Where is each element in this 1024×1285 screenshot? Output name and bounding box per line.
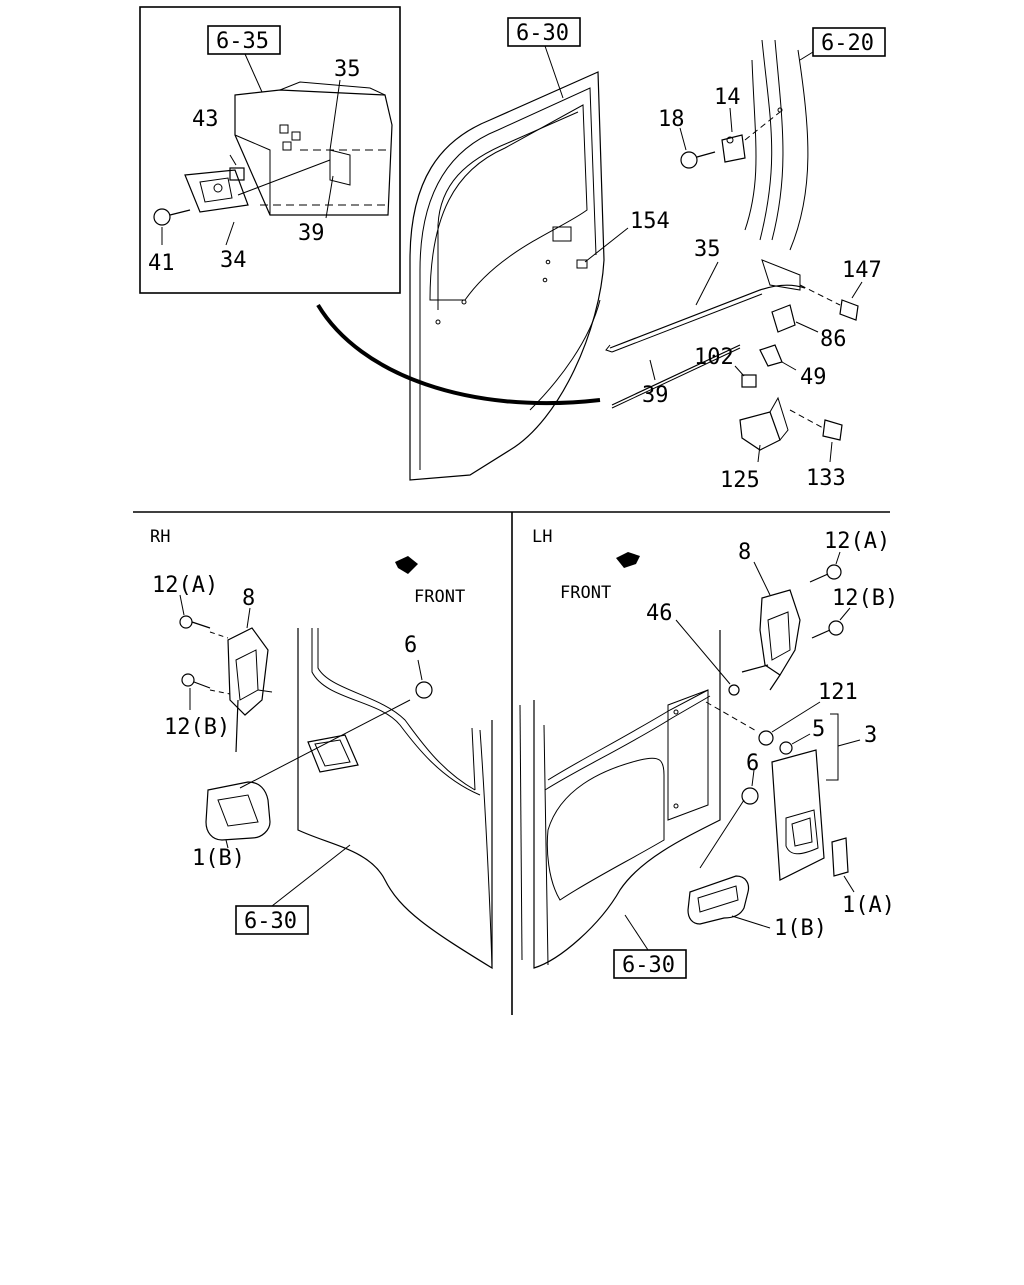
callout-8-lh[interactable]: 8	[738, 540, 751, 565]
callout-46[interactable]: 46	[646, 601, 673, 626]
callout-86[interactable]: 86	[820, 327, 847, 352]
callout-1a-lh[interactable]: 1(A)	[842, 893, 895, 918]
bolt-133	[822, 419, 843, 441]
rod-latch-assembly: 35 39 147 86 49 102 125 133	[605, 237, 882, 493]
callout-39-top[interactable]: 39	[642, 383, 669, 408]
lh-section: LH FRONT 6-30 8 12(A) 12(B)	[519, 527, 898, 979]
callout-133[interactable]: 133	[806, 466, 846, 491]
callout-35-top[interactable]: 35	[694, 237, 721, 262]
inset-pointer-arc	[316, 303, 601, 406]
rod-39	[611, 344, 741, 406]
door-top: 6-30 154	[409, 17, 670, 481]
nut-6-lh	[741, 787, 759, 805]
bolt-12b-lh	[828, 620, 844, 636]
rh-front-label: FRONT	[414, 587, 465, 607]
callout-1b-lh[interactable]: 1(B)	[774, 916, 827, 941]
callout-5[interactable]: 5	[812, 717, 825, 742]
part-102	[741, 374, 757, 388]
callout-125[interactable]: 125	[720, 468, 760, 493]
callout-8-rh[interactable]: 8	[242, 586, 255, 611]
callout-12a-rh[interactable]: 12(A)	[152, 573, 218, 598]
callout-147[interactable]: 147	[842, 258, 882, 283]
part-121	[758, 730, 774, 746]
bolt-12a-lh	[826, 564, 842, 580]
door-ref-label-lh: 6-30	[622, 953, 675, 978]
latch-8-lh	[759, 589, 801, 676]
striker-14	[721, 134, 746, 163]
rod-35	[609, 284, 806, 349]
callout-39-inset[interactable]: 39	[298, 221, 325, 246]
part-86	[771, 304, 796, 333]
callout-43[interactable]: 43	[192, 107, 219, 132]
callout-12b-rh[interactable]: 12(B)	[164, 715, 230, 740]
callout-102[interactable]: 102	[694, 345, 734, 370]
callout-34[interactable]: 34	[220, 248, 247, 273]
front-arrow-rh	[395, 556, 418, 574]
pillar-ref-label: 6-20	[821, 31, 874, 56]
inset-ref-box[interactable]	[207, 25, 281, 55]
bolt-12a-rh	[179, 615, 193, 629]
lh-section-label: LH	[532, 527, 552, 547]
pillar-ref-box[interactable]	[812, 27, 886, 57]
pillar: 6-20 14 18	[658, 27, 886, 251]
door-ref-box-lh[interactable]	[613, 949, 687, 979]
callout-35-inset[interactable]: 35	[334, 57, 361, 82]
latch-8-rh	[227, 627, 269, 716]
callout-18[interactable]: 18	[658, 107, 685, 132]
callout-3[interactable]: 3	[864, 723, 877, 748]
callout-154[interactable]: 154	[630, 209, 670, 234]
callout-6-lh[interactable]: 6	[746, 751, 759, 776]
inset-detail: 6-35 35 43 41 34 39	[139, 6, 401, 294]
door-ref-box-rh[interactable]	[235, 905, 309, 935]
callout-121[interactable]: 121	[818, 680, 858, 705]
handle-1b-lh	[687, 875, 750, 925]
callout-1b-rh[interactable]: 1(B)	[192, 846, 245, 871]
callout-49[interactable]: 49	[800, 365, 827, 390]
callout-12b-lh[interactable]: 12(B)	[832, 586, 898, 611]
bolt-147	[839, 299, 859, 321]
door-ref-label-rh: 6-30	[244, 909, 297, 934]
lh-front-label: FRONT	[560, 583, 611, 603]
clip-49	[759, 344, 783, 367]
nut-6-rh	[415, 681, 433, 699]
door-ref-label-top: 6-30	[516, 21, 569, 46]
rh-section: RH FRONT 1(B) 6 8 12(A)	[150, 527, 493, 970]
screw-5	[779, 741, 793, 755]
door-ref-box-top[interactable]	[507, 17, 581, 47]
bracket-125	[739, 411, 781, 451]
handle-1b-rh	[205, 781, 271, 841]
cover-1a	[831, 837, 849, 877]
bolt-12b-rh	[181, 673, 195, 687]
callout-14[interactable]: 14	[714, 85, 741, 110]
callout-6-rh[interactable]: 6	[404, 633, 417, 658]
clip-43	[229, 167, 245, 181]
front-arrow-lh	[616, 552, 640, 568]
ring-46	[728, 684, 740, 696]
bolt-18	[680, 151, 698, 169]
inset-ref-label: 6-35	[216, 29, 269, 54]
callout-12a-lh[interactable]: 12(A)	[824, 529, 890, 554]
screw-41	[153, 208, 171, 226]
bezel-3	[771, 749, 825, 881]
handle-part-34	[184, 169, 249, 213]
rh-section-label: RH	[150, 527, 170, 547]
callout-41[interactable]: 41	[148, 251, 175, 276]
